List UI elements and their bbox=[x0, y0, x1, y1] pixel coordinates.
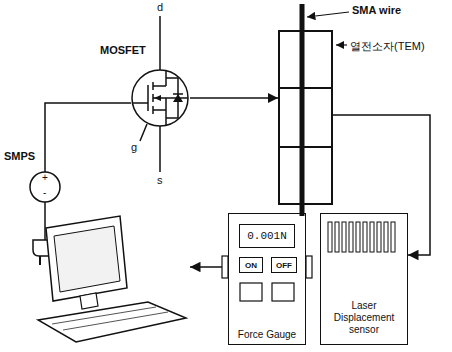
leader-arrow bbox=[307, 12, 349, 17]
data-arrow bbox=[190, 266, 222, 268]
supply-wire bbox=[45, 103, 131, 172]
component-label: 열전소자(TEM) bbox=[350, 39, 425, 54]
ground-wire bbox=[44, 202, 46, 240]
source-label: SMPS bbox=[4, 150, 35, 162]
source-contact bbox=[153, 109, 166, 111]
gate-plate bbox=[147, 85, 149, 111]
plug-prong bbox=[39, 256, 41, 265]
mosfet-outline bbox=[132, 70, 188, 126]
grille-bar bbox=[349, 222, 353, 252]
component-label: MOSFET bbox=[100, 44, 146, 56]
gate-line bbox=[132, 102, 148, 104]
grille-bar bbox=[342, 222, 346, 252]
connector-arrow bbox=[190, 97, 278, 99]
output-lead bbox=[166, 97, 188, 99]
diode-wire bbox=[166, 117, 178, 119]
device-label: Force Gauge bbox=[229, 329, 305, 340]
tem-divider bbox=[278, 87, 333, 89]
force-gauge: Force Gauge 0.001N ON OFF bbox=[228, 213, 306, 345]
mosfet-symbol bbox=[130, 68, 190, 128]
voltage-source-symbol bbox=[30, 172, 60, 202]
grille-bar bbox=[356, 222, 360, 252]
gauge-button bbox=[240, 283, 262, 301]
gauge-display: 0.001N bbox=[239, 224, 295, 248]
channel-arrow bbox=[154, 95, 161, 101]
drain-lead bbox=[159, 16, 161, 70]
grille-bar bbox=[377, 222, 381, 252]
keyboard bbox=[38, 302, 186, 342]
device-label: Laser Displacement sensor bbox=[325, 300, 403, 336]
keyboard-keys bbox=[63, 312, 168, 330]
diode-wire bbox=[166, 77, 178, 79]
monitor-frame bbox=[46, 216, 127, 301]
sma-wire bbox=[300, 4, 305, 216]
on-button: ON bbox=[239, 257, 263, 273]
button-label: ON bbox=[245, 261, 257, 270]
gauge-button bbox=[272, 283, 294, 301]
pin-name: g bbox=[131, 141, 137, 153]
connector-arrow bbox=[333, 115, 430, 255]
keyboard-keys bbox=[52, 307, 156, 324]
gauge-knob bbox=[306, 256, 312, 278]
source-lead bbox=[159, 126, 161, 172]
off-button: OFF bbox=[271, 257, 297, 273]
polarity-sign: + bbox=[42, 172, 48, 183]
laser-sensor: Laser Displacement sensor bbox=[320, 213, 408, 345]
source-tie bbox=[165, 98, 167, 110]
sensor-grille bbox=[328, 222, 395, 252]
grille-bar bbox=[391, 222, 395, 252]
grille-bar bbox=[370, 222, 374, 252]
monitor-screen bbox=[54, 226, 120, 292]
drain-contact bbox=[153, 85, 166, 87]
display-reading: 0.001N bbox=[247, 230, 287, 242]
grille-bar bbox=[384, 222, 388, 252]
button-label: OFF bbox=[276, 261, 292, 270]
grille-bar bbox=[328, 222, 332, 252]
tem-divider bbox=[278, 146, 333, 148]
tem-stack: 열전소자(TEM) bbox=[278, 30, 333, 205]
polarity-sign: - bbox=[43, 187, 46, 198]
mosfet: MOSFET bbox=[130, 68, 190, 128]
grille-bar bbox=[335, 222, 339, 252]
grille-bar bbox=[363, 222, 367, 252]
wire-label: SMA wire bbox=[352, 4, 401, 16]
pin-name: s bbox=[157, 174, 163, 186]
monitor-stand bbox=[80, 293, 98, 309]
leader-arrow bbox=[336, 44, 347, 45]
pin-name: d bbox=[157, 1, 163, 13]
gate-lead bbox=[140, 124, 147, 141]
